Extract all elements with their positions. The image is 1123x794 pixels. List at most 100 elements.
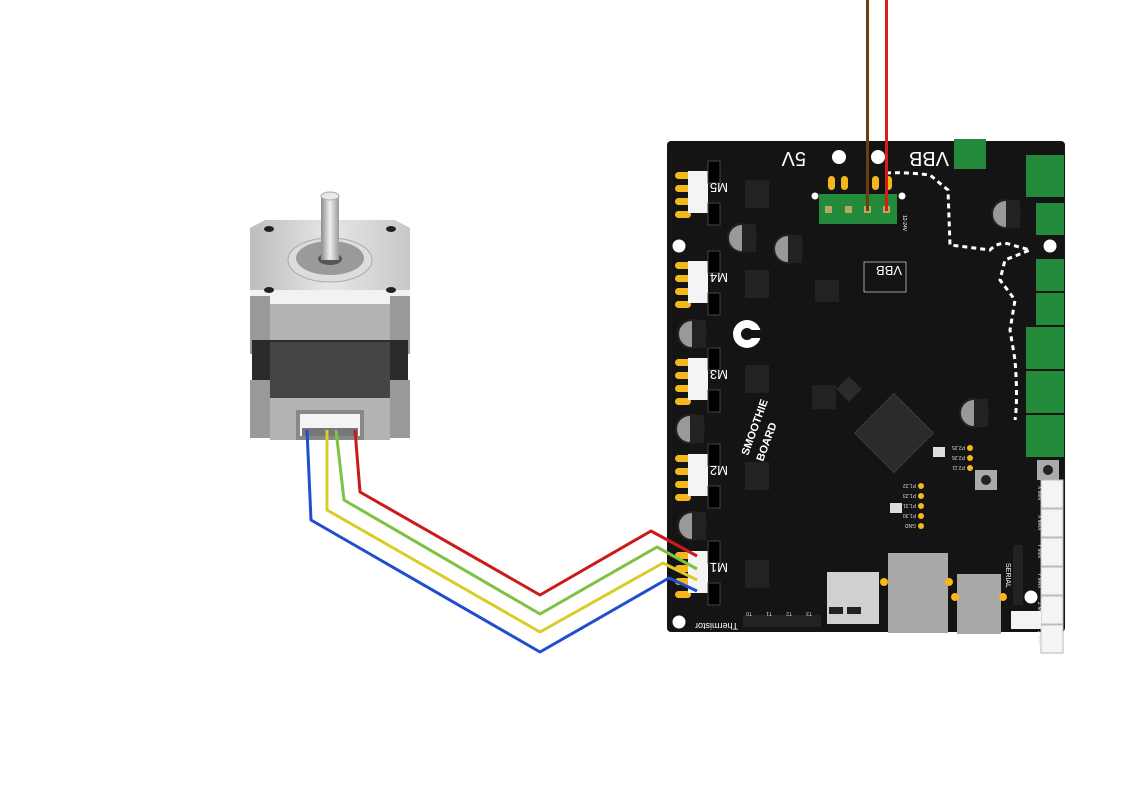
label-5v: 5V	[781, 147, 806, 169]
label-vbb: VBB	[909, 147, 949, 169]
via	[811, 192, 819, 200]
capacitor-band	[974, 399, 988, 427]
vbb-box	[863, 261, 907, 293]
endstop-x-min[interactable]: X MIN	[1036, 479, 1064, 509]
terminal-block[interactable]	[1036, 203, 1064, 235]
pad	[675, 398, 691, 405]
sd-card-slot[interactable]	[827, 572, 879, 624]
motor-wire-red[interactable]	[353, 429, 698, 597]
pin-label: GND	[905, 522, 917, 528]
motor-top-edge	[250, 290, 410, 304]
terminal-block[interactable]	[954, 139, 986, 169]
motor-port-m5[interactable]: M5	[675, 160, 728, 226]
motor-side-right	[390, 296, 410, 354]
crystal	[933, 447, 945, 457]
terminal-block[interactable]	[1026, 327, 1064, 369]
serial-header[interactable]	[1013, 545, 1023, 605]
mount-hole	[672, 615, 686, 629]
sd-contact	[829, 607, 843, 614]
pin-pad	[967, 445, 973, 451]
driver-chip	[745, 462, 769, 490]
motor-port-m2[interactable]: M2	[675, 443, 728, 509]
pad	[675, 359, 691, 366]
port-connector	[688, 454, 708, 496]
terminal-block[interactable]	[1026, 415, 1064, 457]
label-vbb-small: VBB	[876, 263, 902, 278]
pad	[880, 578, 888, 586]
thermistor-pin-label: T0	[746, 610, 752, 616]
chip	[812, 385, 836, 409]
endstop-y-max[interactable]: Y MAX	[1036, 566, 1064, 596]
pad	[828, 176, 835, 190]
button-cap	[981, 475, 991, 485]
pad	[872, 176, 879, 190]
via	[898, 192, 906, 200]
endstop-label: Y MIN	[1036, 544, 1042, 558]
usb-port[interactable]	[957, 574, 1001, 634]
led	[707, 389, 721, 413]
mcu-chip	[853, 392, 935, 474]
chip	[836, 376, 862, 402]
stepper-motor[interactable]	[250, 191, 410, 440]
endstop-label: Y MAX	[1036, 573, 1042, 589]
motor-port-label: M5	[710, 180, 728, 195]
pin-pad	[918, 483, 924, 489]
screw-hole	[386, 287, 396, 293]
terminal-block[interactable]	[1026, 155, 1064, 197]
terminal-block[interactable]	[1036, 259, 1064, 291]
pad	[675, 455, 691, 462]
pad	[675, 211, 691, 218]
motor-port-label: M1	[710, 560, 728, 575]
driver-chip	[745, 365, 769, 393]
connector[interactable]	[1011, 611, 1041, 629]
pin-label: P1.31	[903, 502, 916, 508]
thermistor-label: Thermistor	[695, 621, 738, 631]
pad	[675, 288, 691, 295]
thermistor-header[interactable]	[743, 615, 821, 627]
motor-wire-blue[interactable]	[305, 429, 698, 654]
driver-chip	[745, 180, 769, 208]
gear-notch	[747, 330, 763, 338]
capacitor-band	[692, 512, 706, 540]
motor-front-upper	[270, 304, 390, 340]
capacitor-band	[742, 224, 756, 252]
led	[707, 540, 721, 564]
motor-side-left	[250, 296, 270, 354]
port-connector	[688, 171, 708, 213]
pad	[999, 593, 1007, 601]
power-trace	[885, 171, 1035, 421]
endstop-z-min[interactable]: Z MIN	[1036, 595, 1064, 625]
led	[707, 292, 721, 316]
button-cap	[1043, 465, 1053, 475]
motor-port-m4[interactable]: M4	[675, 250, 728, 316]
board-pcb	[667, 141, 1065, 632]
sd-contact	[847, 607, 861, 614]
mount-hole	[1043, 239, 1057, 253]
endstop-x-max[interactable]: X MAX	[1036, 508, 1064, 538]
led	[707, 202, 721, 226]
pad	[675, 185, 691, 192]
endstop-connector	[1040, 537, 1064, 567]
endstop-label: X MIN	[1036, 486, 1042, 500]
terminal-block[interactable]	[1036, 293, 1064, 325]
motor-port-m3[interactable]: M3	[675, 347, 728, 413]
endstop-z-max[interactable]: Z MAX	[1036, 624, 1064, 654]
pin-label: P1.23	[903, 492, 916, 498]
endstop-label: X MAX	[1036, 515, 1042, 531]
capacitor-band	[692, 320, 706, 348]
motor-wire-green[interactable]	[334, 429, 698, 616]
endstop-y-min[interactable]: Y MIN	[1036, 537, 1064, 567]
connector-pins	[302, 428, 358, 436]
motor-port-label: M3	[710, 367, 728, 382]
terminal-block[interactable]	[1026, 371, 1064, 413]
port-connector	[688, 358, 708, 400]
screw-hole	[386, 226, 396, 232]
ethernet-jack[interactable]	[888, 553, 948, 633]
motor-band-front	[270, 342, 390, 398]
motor-port-m1[interactable]: M1	[675, 540, 728, 606]
led	[707, 485, 721, 509]
endstop-connector	[1040, 595, 1064, 625]
motor-wire-yellow[interactable]	[325, 430, 698, 634]
